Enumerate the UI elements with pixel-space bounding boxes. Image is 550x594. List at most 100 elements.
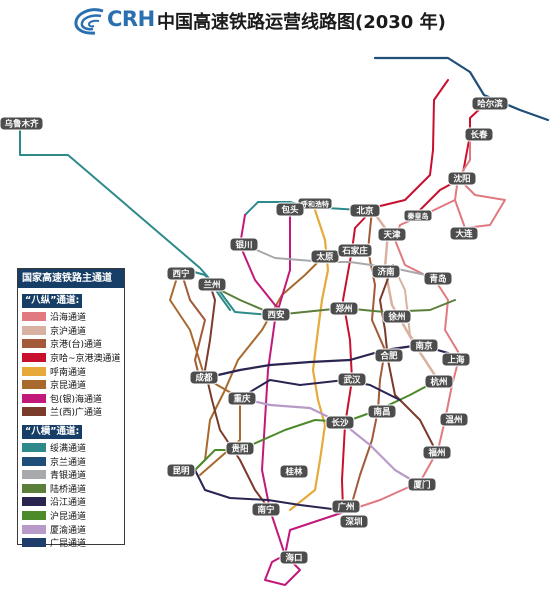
legend-item: 厦渝通道 xyxy=(22,522,124,536)
route-navy-jinglan xyxy=(239,214,286,313)
legend-swatch xyxy=(22,407,46,417)
city-nanjing[interactable]: 南京 xyxy=(409,338,439,353)
legend-item: 兰(西)广通道 xyxy=(22,405,124,419)
route-darkbrown xyxy=(204,284,271,511)
legend-label: 京昆通道 xyxy=(50,381,87,392)
city-qingdao[interactable]: 青岛 xyxy=(423,271,453,286)
legend-swatch xyxy=(22,353,46,363)
city-label: 北京 xyxy=(356,206,374,217)
city-hangzhou[interactable]: 杭州 xyxy=(424,374,454,389)
city-guiyang[interactable]: 贵阳 xyxy=(225,441,255,456)
legend-item: 沿海通道 xyxy=(22,310,124,324)
city-label: 郑州 xyxy=(335,304,352,315)
legend-label: 陆桥通道 xyxy=(50,484,87,495)
city-chongqing[interactable]: 重庆 xyxy=(227,391,257,406)
city-jinan[interactable]: 济南 xyxy=(371,264,401,279)
city-haikou[interactable]: 海口 xyxy=(279,550,309,565)
city-label: 太原 xyxy=(315,252,334,263)
city-label: 济南 xyxy=(377,267,395,278)
city-urumqi[interactable]: 乌鲁木齐 xyxy=(0,116,44,131)
city-guangzhou[interactable]: 广州 xyxy=(331,499,361,514)
legend-swatch xyxy=(22,312,46,322)
city-label: 秦皇岛 xyxy=(407,212,429,221)
city-label: 南昌 xyxy=(373,407,390,418)
crh-logo-text: CRH xyxy=(107,7,155,31)
legend-label: 兰(西)广通道 xyxy=(50,408,103,419)
city-harbin[interactable]: 哈尔滨 xyxy=(471,96,509,111)
city-shijiazhuang[interactable]: 石家庄 xyxy=(337,243,373,258)
legend-swatch xyxy=(22,524,46,534)
legend-vertical-list: 沿海通道京沪通道京港(台)通道京哈~京港澳通道呼南通道京昆通道包(银)海通道兰(… xyxy=(18,310,124,419)
city-shenzhen[interactable]: 深圳 xyxy=(339,514,369,529)
city-zhengzhou[interactable]: 郑州 xyxy=(329,301,359,316)
route-pink-hk xyxy=(264,509,351,586)
city-label: 广州 xyxy=(337,502,354,513)
legend-label: 厦渝通道 xyxy=(50,525,87,536)
city-shanghai[interactable]: 上海 xyxy=(441,352,471,367)
legend-swatch xyxy=(22,483,46,493)
city-label: 海口 xyxy=(285,553,302,564)
city-label: 重庆 xyxy=(233,394,251,405)
legend-label: 京兰通道 xyxy=(50,457,87,468)
city-yinchuan[interactable]: 银川 xyxy=(229,237,259,252)
city-label: 南宁 xyxy=(257,505,275,516)
city-shenyang[interactable]: 沈阳 xyxy=(447,171,477,186)
city-qinhuangdao[interactable]: 秦皇岛 xyxy=(403,209,433,222)
city-nanchang[interactable]: 南昌 xyxy=(367,404,397,419)
city-label: 温州 xyxy=(445,415,462,426)
city-label: 沈阳 xyxy=(453,174,470,185)
legend-item: 陆桥通道 xyxy=(22,482,124,496)
legend-item: 广昆通道 xyxy=(22,536,124,550)
route-brown-west xyxy=(179,267,206,381)
legend-panel: 国家高速铁路主通道 “八纵”通道: 沿海通道京沪通道京港(台)通道京哈~京港澳通… xyxy=(17,268,125,549)
city-nanning[interactable]: 南宁 xyxy=(251,502,281,517)
city-baotou[interactable]: 包头 xyxy=(275,202,305,217)
city-guilin[interactable]: 桂林 xyxy=(279,464,309,479)
legend-swatch xyxy=(22,380,46,390)
city-changchun[interactable]: 长春 xyxy=(464,127,494,142)
legend-swatch xyxy=(22,339,46,349)
legend-swatch xyxy=(22,470,46,480)
city-label: 合肥 xyxy=(379,351,398,362)
city-xiamen[interactable]: 厦门 xyxy=(407,477,437,492)
legend-item: 沿江通道 xyxy=(22,495,124,509)
legend-label: 京哈~京港澳通道 xyxy=(50,354,121,365)
city-label: 包头 xyxy=(281,205,299,216)
city-label: 成都 xyxy=(195,373,213,384)
city-label: 武汉 xyxy=(343,375,361,386)
legend-label: 沪昆通道 xyxy=(50,512,87,523)
legend-item: 呼南通道 xyxy=(22,364,124,378)
legend-swatch xyxy=(22,538,46,548)
city-tianjin[interactable]: 天津 xyxy=(377,227,407,242)
legend-item: 沪昆通道 xyxy=(22,509,124,523)
city-changsha[interactable]: 长沙 xyxy=(325,415,355,430)
city-wenzhou[interactable]: 温州 xyxy=(439,412,469,427)
city-chengdu[interactable]: 成都 xyxy=(189,370,219,385)
legend-heading: 国家高速铁路主通道 xyxy=(18,269,124,288)
city-dalian[interactable]: 大连 xyxy=(449,226,479,241)
legend-swatch xyxy=(22,366,46,376)
city-label: 西宁 xyxy=(172,269,190,280)
legend-swatch xyxy=(22,393,46,403)
city-kunming[interactable]: 昆明 xyxy=(166,463,196,478)
city-xuzhou[interactable]: 徐州 xyxy=(382,309,412,324)
city-xian[interactable]: 西安 xyxy=(261,307,291,322)
city-label: 贵阳 xyxy=(231,444,248,455)
city-lanzhou[interactable]: 兰州 xyxy=(197,277,227,292)
legend-swatch xyxy=(22,511,46,521)
city-taiyuan[interactable]: 太原 xyxy=(310,249,340,264)
city-fuzhou[interactable]: 福州 xyxy=(422,445,452,460)
crh-logo-icon xyxy=(74,8,104,35)
map-title: CRH 中国高速铁路运营线路图(2030 年) xyxy=(0,4,550,38)
city-label: 昆明 xyxy=(172,466,190,477)
city-beijing[interactable]: 北京 xyxy=(349,203,381,218)
city-wuhan[interactable]: 武汉 xyxy=(337,372,367,387)
city-label: 天津 xyxy=(383,230,401,241)
legend-item: 京港(台)通道 xyxy=(22,337,124,351)
city-xining[interactable]: 西宁 xyxy=(166,266,196,281)
city-hefei[interactable]: 合肥 xyxy=(374,348,404,363)
city-label: 大连 xyxy=(455,229,473,240)
legend-swatch xyxy=(22,443,46,453)
legend-item: 京哈~京港澳通道 xyxy=(22,351,124,365)
